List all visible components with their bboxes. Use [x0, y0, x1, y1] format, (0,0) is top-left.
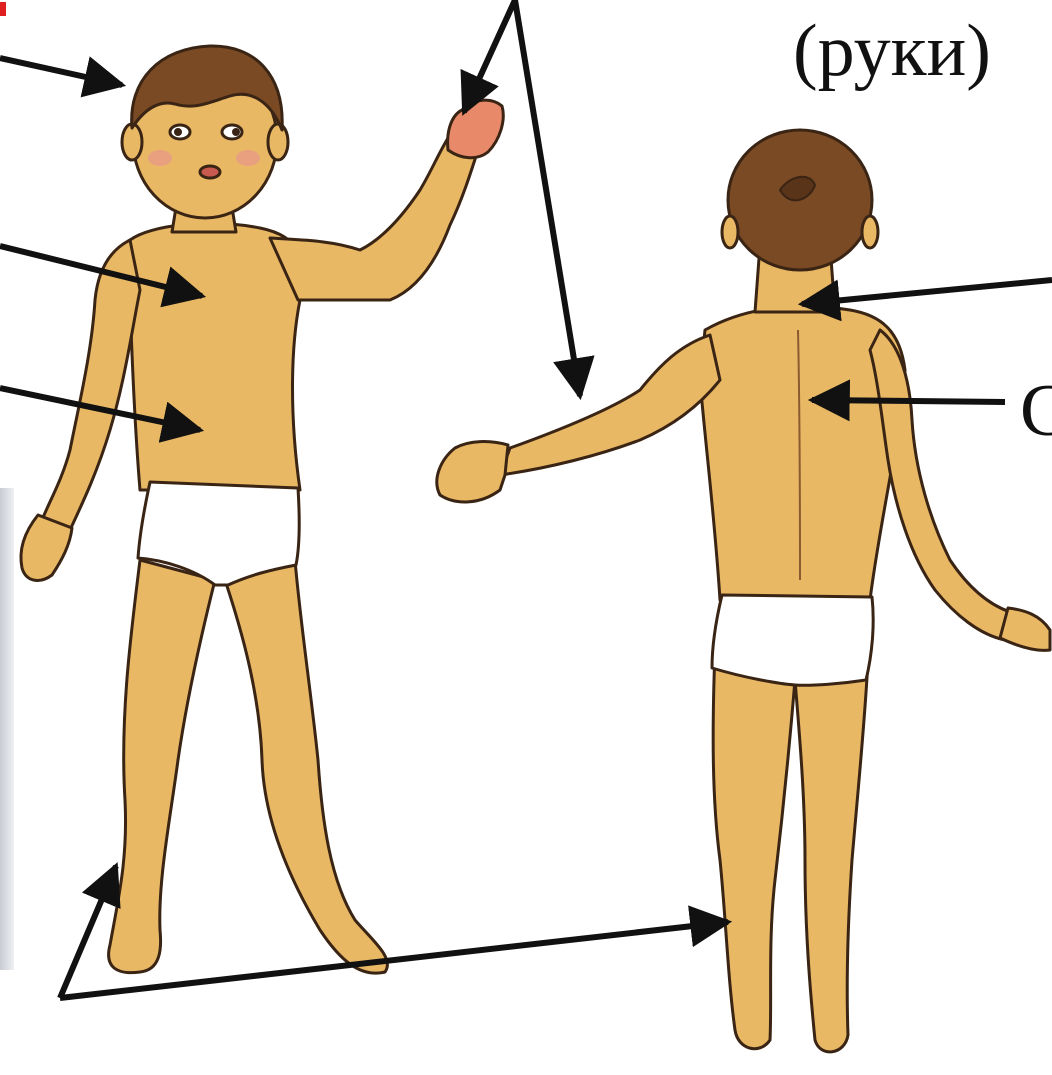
- front-right-leg: [225, 560, 387, 973]
- arrow-back-pointer: [812, 400, 1005, 402]
- front-raised-arm: [270, 135, 478, 300]
- back-left-leg: [713, 650, 795, 1049]
- front-lowered-arm: [42, 240, 140, 530]
- front-raised-hand: [448, 100, 504, 158]
- label-back-partial: С: [1020, 374, 1052, 448]
- arrow-neck-pointer: [802, 280, 1052, 304]
- back-extended-arm: [500, 335, 720, 475]
- arrow-arms-to-raised-hand: [464, 0, 515, 112]
- back-right-leg: [795, 660, 868, 1052]
- arrow-legs-to-front-leg: [60, 866, 116, 998]
- label-arms: (руки): [793, 14, 991, 88]
- front-left-leg: [109, 560, 215, 973]
- back-boy-figure: [437, 130, 1050, 1052]
- back-lowered-arm: [870, 330, 1010, 640]
- back-left-ear: [722, 216, 738, 248]
- back-extended-hand: [437, 442, 508, 502]
- front-torso: [130, 223, 304, 490]
- front-mouth: [200, 166, 220, 178]
- front-right-ear: [268, 124, 288, 160]
- back-lowered-hand: [1000, 608, 1050, 650]
- front-boy-figure: [21, 46, 503, 973]
- arrow-arms-to-extended-arm: [515, 0, 580, 396]
- front-lowered-hand: [21, 515, 72, 580]
- arrow-head-pointer: [0, 58, 122, 85]
- back-underwear: [712, 595, 873, 685]
- back-right-ear: [862, 216, 878, 248]
